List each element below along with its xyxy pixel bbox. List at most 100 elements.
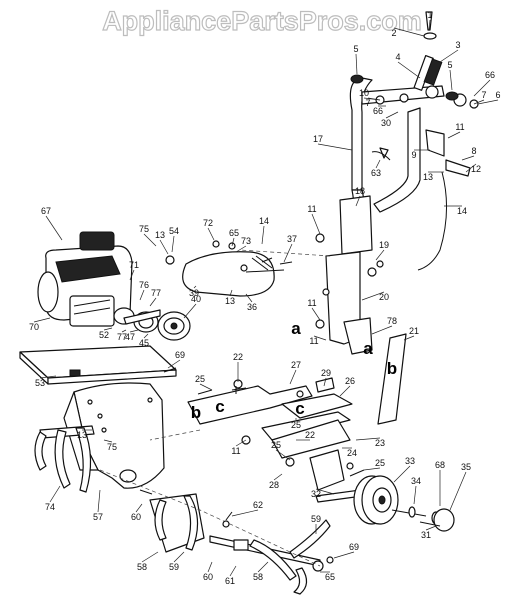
leader-line xyxy=(473,79,491,97)
assembly-letter-callout: c xyxy=(215,397,224,416)
part-number-callout: 70 xyxy=(29,322,39,332)
assembly-letter-callout: b xyxy=(191,403,201,422)
assembly-letter-callout: a xyxy=(363,339,373,358)
leader-line xyxy=(257,561,269,573)
part-number-callout: 77 xyxy=(117,332,127,342)
part-number-callout: 32 xyxy=(311,489,321,499)
part-number-callout: 39 xyxy=(189,288,199,298)
leader-line xyxy=(393,465,411,483)
leader-line xyxy=(361,291,385,301)
part-number-callout: 17 xyxy=(313,134,323,144)
leader-line xyxy=(339,385,351,397)
leader-line xyxy=(461,155,475,161)
part-number-callout: 22 xyxy=(305,430,315,440)
part-number-callout: 25 xyxy=(195,374,205,384)
part-number-callout: 30 xyxy=(381,118,391,128)
leader-line xyxy=(199,383,213,391)
leader-line xyxy=(167,359,181,369)
part-number-callout: 10 xyxy=(359,88,369,98)
part-number-callout: 13 xyxy=(77,430,87,440)
part-number-callout: 76 xyxy=(139,280,149,290)
assembly-letter-callout: c xyxy=(295,399,304,418)
part-number-callout: 37 xyxy=(287,234,297,244)
leader-line xyxy=(231,237,235,247)
wheel-assembly xyxy=(353,475,455,532)
callout-labels: 1234556778910111111111112131313131414171… xyxy=(29,10,501,586)
leader-line xyxy=(315,488,335,495)
leader-line xyxy=(129,269,135,281)
part-number-callout: 25 xyxy=(271,440,281,450)
leader-line xyxy=(103,327,113,331)
leader-line xyxy=(193,285,197,289)
engine xyxy=(37,231,191,341)
part-number-callout: 33 xyxy=(405,456,415,466)
leader-line xyxy=(425,525,437,531)
part-number-callout: 11 xyxy=(307,204,316,214)
leader-line xyxy=(231,509,259,517)
leader-line xyxy=(261,225,265,245)
leader-line xyxy=(289,369,297,385)
part-number-callout: 11 xyxy=(307,298,316,308)
part-number-callout: 5 xyxy=(353,44,358,54)
leader-line xyxy=(149,297,157,307)
part-number-callout: 71 xyxy=(129,260,139,270)
part-number-callout: 22 xyxy=(233,352,243,362)
part-number-callout: 14 xyxy=(457,206,467,216)
leader-line xyxy=(143,333,149,339)
leader-line xyxy=(229,289,233,297)
part-number-callout: 58 xyxy=(137,562,147,572)
part-number-callout: 59 xyxy=(169,562,179,572)
leader-lines xyxy=(33,19,499,577)
leader-line xyxy=(449,69,453,91)
assembly-letter-callout: a xyxy=(291,319,301,338)
part-number-callout: 7 xyxy=(365,98,370,108)
part-number-callout: 11 xyxy=(455,122,464,132)
part-number-callout: 57 xyxy=(93,512,103,522)
leader-line xyxy=(311,213,321,235)
leader-line xyxy=(207,227,215,241)
part-number-callout: 13 xyxy=(155,230,165,240)
part-number-callout: 52 xyxy=(99,330,109,340)
part-number-callout: 53 xyxy=(35,378,45,388)
tine-shield xyxy=(19,345,177,385)
leader-line xyxy=(245,293,253,303)
leader-line xyxy=(159,239,169,255)
part-number-callout: 19 xyxy=(379,240,389,250)
leader-line xyxy=(97,489,101,513)
part-number-callout: 61 xyxy=(225,576,235,586)
leader-line xyxy=(363,467,381,471)
part-number-callout: 77 xyxy=(151,288,161,298)
part-number-callout: 13 xyxy=(423,172,433,182)
part-number-callout: 29 xyxy=(321,368,331,378)
assembly-letter-callout: b xyxy=(387,359,397,378)
leader-line xyxy=(385,111,399,119)
leader-line xyxy=(403,335,415,341)
fasteners xyxy=(139,257,384,528)
leader-line xyxy=(355,195,361,207)
part-number-callout: 28 xyxy=(269,480,279,490)
part-number-callout: 1 xyxy=(427,10,432,20)
part-number-callout: 5 xyxy=(447,60,452,70)
leader-line xyxy=(235,439,247,447)
part-number-callout: 66 xyxy=(485,70,495,80)
part-number-callout: 24 xyxy=(347,448,357,458)
part-number-callout: 60 xyxy=(131,512,141,522)
leader-line xyxy=(355,53,358,75)
handle-assembly xyxy=(349,11,479,271)
part-number-callout: 36 xyxy=(247,302,257,312)
part-number-callout: 25 xyxy=(291,420,301,430)
belt-guard xyxy=(165,240,285,297)
leader-line xyxy=(371,325,393,335)
part-number-callout: 75 xyxy=(107,442,117,452)
leader-line xyxy=(465,163,477,173)
leader-line xyxy=(135,503,143,513)
leader-line xyxy=(143,233,157,247)
part-number-callout: 18 xyxy=(355,186,365,196)
leader-line xyxy=(45,215,63,241)
part-number-callout: 63 xyxy=(371,168,381,178)
part-number-callout: 65 xyxy=(325,572,335,582)
part-number-callout: 65 xyxy=(229,228,239,238)
part-number-callout: 68 xyxy=(435,460,445,470)
leader-line xyxy=(139,289,145,301)
